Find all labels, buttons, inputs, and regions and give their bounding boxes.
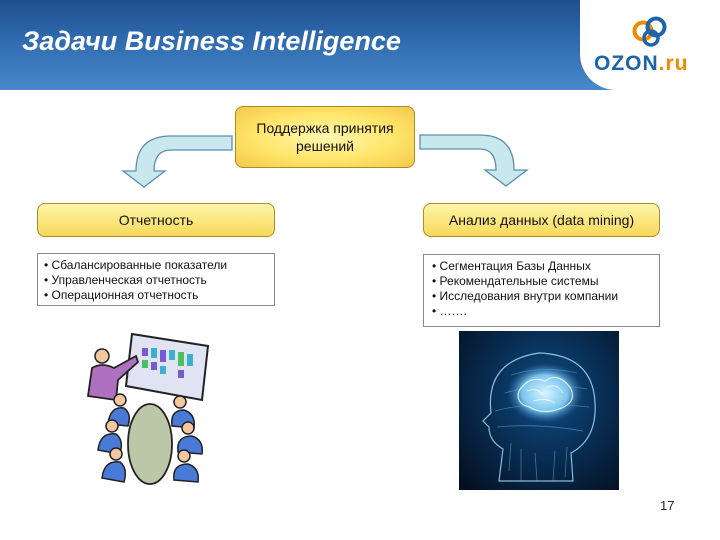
slide-title: Задачи Business Intelligence [22, 26, 401, 56]
list-item: Рекомендательные системы [432, 274, 653, 289]
decision-support-box: Поддержка принятия решений [235, 106, 415, 168]
decision-support-line2: решений [296, 138, 354, 154]
decision-support-line1: Поддержка принятия [256, 120, 394, 136]
logo-rings-icon [632, 16, 667, 47]
right-curved-arrow-icon [419, 134, 529, 187]
logo-main-text: OZON [594, 52, 659, 75]
logo-suffix-text: .ru [658, 52, 689, 75]
board-chart-icon [142, 348, 193, 378]
list-item: Исследования внутри компании [432, 289, 653, 304]
reporting-list: Сбалансированные показатели Управленческ… [37, 253, 275, 306]
list-item: Управленческая отчетность [44, 273, 268, 288]
data-mining-heading: Анализ данных (data mining) [423, 203, 660, 237]
reporting-heading: Отчетность [37, 203, 275, 237]
data-mining-list: Сегментация Базы Данных Рекомендательные… [423, 254, 660, 327]
list-item: Сегментация Базы Данных [432, 259, 653, 274]
slide-header: Задачи Business Intelligence OZON.ru [0, 0, 720, 90]
meeting-table [127, 403, 173, 485]
attendees-icon [97, 393, 204, 483]
list-item: Операционная отчетность [44, 288, 268, 303]
ozon-logo: OZON.ru [580, 0, 720, 90]
left-curved-arrow-icon [121, 135, 233, 188]
brain-head-icon [482, 352, 596, 482]
presenter-icon [86, 348, 140, 402]
digital-brain-head-image [459, 331, 619, 490]
list-item: ……. [432, 304, 653, 319]
logo-wordmark: OZON.ru [594, 52, 689, 76]
presentation-board [124, 332, 210, 402]
page-number: 17 [660, 498, 675, 513]
list-item: Сбалансированные показатели [44, 258, 268, 273]
business-meeting-illustration [86, 332, 210, 485]
